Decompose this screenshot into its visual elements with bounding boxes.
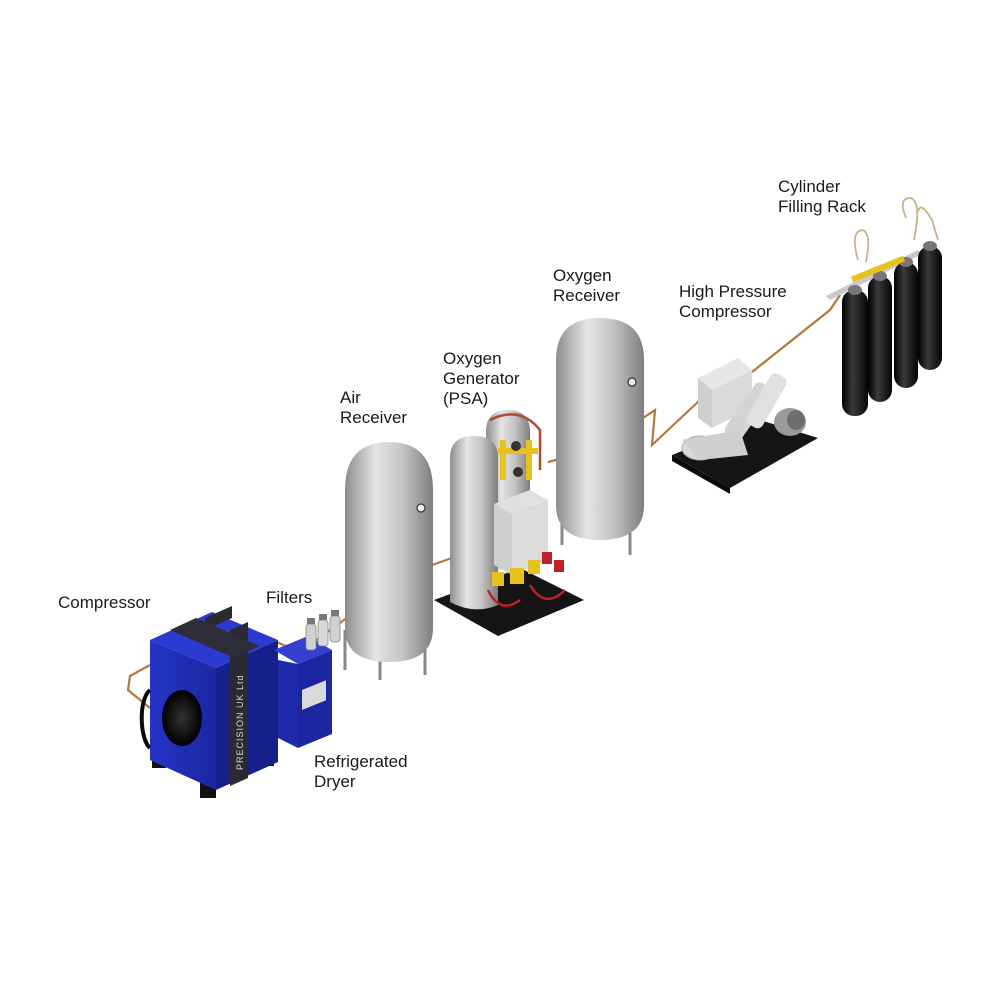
- high-pressure-compressor: [672, 358, 818, 494]
- compressor-label: Compressor: [58, 593, 151, 613]
- gas-cylinder: [842, 285, 868, 416]
- filters: [306, 610, 340, 650]
- air-receiver: [345, 442, 433, 680]
- oxygen-receiver: [556, 318, 644, 555]
- gauge-icon: [628, 378, 636, 386]
- oxygen-generator-label-line-3: (PSA): [443, 389, 520, 409]
- cylinder-filling-rack-label: Cylinder Filling Rack: [778, 177, 866, 217]
- high-pressure-compressor-label-line-2: Compressor: [679, 302, 787, 322]
- high-pressure-compressor-label: High Pressure Compressor: [679, 282, 787, 322]
- gauge-icon: [417, 504, 425, 512]
- filters-label: Filters: [266, 588, 312, 608]
- cylinder-filling-rack: [826, 198, 942, 416]
- gas-cylinder: [868, 271, 892, 402]
- refrigerated-dryer: [274, 636, 332, 748]
- refrigerated-dryer-label-line-1: Refrigerated: [314, 752, 408, 772]
- oxygen-receiver-label-line-2: Receiver: [553, 286, 620, 306]
- oxygen-generator-label-line-1: Oxygen: [443, 349, 520, 369]
- refrigerated-dryer-label: Refrigerated Dryer: [314, 752, 408, 792]
- filters-label-text: Filters: [266, 588, 312, 608]
- air-receiver-label-line-1: Air: [340, 388, 407, 408]
- compressor-brand-text: PRECISION UK Ltd: [235, 674, 245, 770]
- high-pressure-compressor-label-line-1: High Pressure: [679, 282, 787, 302]
- oxygen-receiver-label-line-1: Oxygen: [553, 266, 620, 286]
- fan-grille-icon: [162, 690, 202, 746]
- compressor: PRECISION UK Ltd: [142, 606, 278, 798]
- cylinder-filling-rack-label-line-2: Filling Rack: [778, 197, 866, 217]
- compressor-label-text: Compressor: [58, 593, 151, 613]
- air-receiver-label: Air Receiver: [340, 388, 407, 428]
- oxygen-generator-label-line-2: Generator: [443, 369, 520, 389]
- gas-cylinder: [918, 241, 942, 370]
- gas-cylinder: [894, 257, 918, 388]
- air-receiver-label-line-2: Receiver: [340, 408, 407, 428]
- cylinder-filling-rack-label-line-1: Cylinder: [778, 177, 866, 197]
- oxygen-generator-label: Oxygen Generator (PSA): [443, 349, 520, 409]
- refrigerated-dryer-label-line-2: Dryer: [314, 772, 408, 792]
- oxygen-receiver-label: Oxygen Receiver: [553, 266, 620, 306]
